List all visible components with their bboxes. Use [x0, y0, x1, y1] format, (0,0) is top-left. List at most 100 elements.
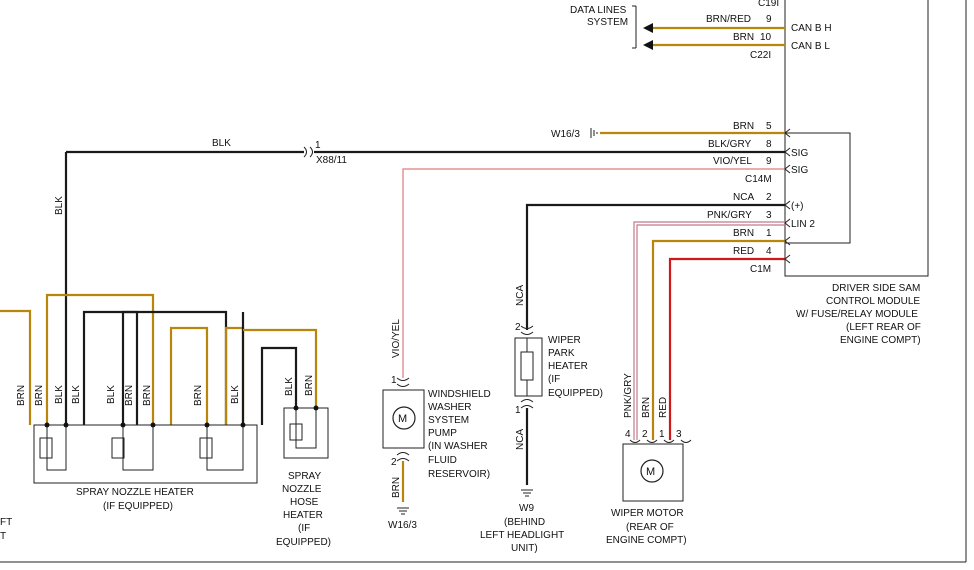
left-partial-1: FT — [0, 517, 12, 528]
park-label-line: WIPER — [548, 335, 581, 346]
park-label-line: (IF — [548, 374, 560, 385]
spray-wire-label: BRN — [142, 385, 153, 406]
park-ground-line: (BEHIND — [504, 517, 545, 528]
wiper-motor-letter: M — [646, 466, 655, 478]
pump-pin-top: 1 — [391, 375, 397, 386]
park-wire-bot-label: NCA — [515, 429, 526, 450]
motor-wire-label-red: RED — [658, 397, 669, 418]
red-row-pin: 4 — [766, 246, 772, 257]
vio-yel-pin: 9 — [766, 156, 772, 167]
hose-wire-label-blk: BLK — [284, 377, 295, 396]
hose-label-line: HOSE — [290, 497, 319, 508]
park-pin-top: 2 — [515, 322, 521, 333]
x88-connector — [303, 146, 313, 158]
pump-motor-icon — [392, 406, 416, 430]
can-h-wire-label: BRN/RED — [706, 14, 751, 25]
park-heater-box — [514, 337, 543, 397]
spray-wire-label: BRN — [193, 385, 204, 406]
sig1-label: SIG — [791, 148, 808, 159]
hose-label-line: SPRAY — [288, 471, 321, 482]
pump-motor-letter: M — [398, 413, 407, 425]
hose-brn-wire — [243, 328, 318, 408]
junction-dot — [63, 422, 69, 428]
nca-pin: 2 — [766, 192, 772, 203]
junction-dot — [120, 422, 126, 428]
spray-wire-labels: BRN BRN BLK BLK BLK BRN BRN BRN BLK — [16, 385, 241, 406]
pump-top-connector — [396, 377, 410, 387]
spray-heater-elements — [39, 425, 244, 471]
motor-wire-label-pnk: PNK/GRY — [623, 373, 634, 418]
sam-pin-markers — [784, 128, 791, 264]
park-pin-bot: 1 — [515, 405, 521, 416]
heater-element-icon — [199, 425, 244, 471]
vio-yel-wire — [402, 168, 785, 378]
spray-brn-left — [0, 309, 32, 425]
spray-brn-right — [224, 326, 245, 425]
brn-row-pin: 1 — [766, 228, 772, 239]
park-label-line: HEATER — [548, 361, 588, 372]
hose-wire-label-brn: BRN — [304, 375, 315, 396]
junction-dot — [293, 405, 299, 411]
can-l-arrow — [643, 40, 653, 50]
brn-motor-wire — [651, 239, 785, 440]
motor-label-2: (REAR OF — [626, 522, 674, 533]
spray-wire-label: BRN — [16, 385, 27, 406]
hose-heater-element-icon — [289, 408, 317, 449]
park-label-line: PARK — [548, 348, 575, 359]
pump-ground-label: W16/3 — [388, 520, 417, 531]
can-l-label: CAN B L — [791, 41, 830, 52]
park-ground-label: W9 — [519, 503, 534, 514]
vio-yel-wire-label: VIO/YEL — [713, 156, 752, 167]
pnk-gry-wire — [633, 221, 785, 440]
wiper-motor-icon — [640, 459, 664, 483]
spray-wire-label: BRN — [124, 385, 135, 406]
park-label-line: EQUIPPED) — [548, 388, 603, 399]
heater-element-icon — [111, 425, 154, 471]
pump-bottom-connector — [396, 452, 410, 462]
washer-pump-label: WINDSHIELD WASHER SYSTEM PUMP (IN WASHER… — [428, 389, 491, 480]
pnk-gry-wire-b — [636, 224, 785, 440]
spray-brn-mid — [169, 326, 209, 425]
motor-label-1: WIPER MOTOR — [611, 508, 684, 519]
data-lines-system: SYSTEM — [587, 17, 628, 28]
park-heater-element-icon — [520, 338, 534, 396]
motor-pin: 2 — [642, 429, 648, 440]
spray-wire-label: BRN — [34, 385, 45, 406]
junction-dot — [204, 422, 210, 428]
sam-label-1: DRIVER SIDE SAM — [832, 283, 920, 294]
pump-label-line: WASHER — [428, 402, 472, 413]
w163-top-ground-icon — [590, 128, 598, 138]
x88-pin: 1 — [315, 140, 321, 151]
spray-wire-label: BLK — [106, 385, 117, 404]
park-top-connector — [520, 325, 534, 335]
lin2-label: LIN 2 — [791, 219, 815, 230]
junction-dot — [240, 422, 246, 428]
motor-pin: 1 — [659, 429, 665, 440]
can-h-pin: 9 — [766, 14, 772, 25]
park-heater-label: WIPER PARK HEATER (IF EQUIPPED) — [548, 335, 603, 399]
park-ground-line: UNIT) — [511, 543, 538, 554]
data-lines-label: DATA LINES — [570, 5, 627, 16]
wiper-motor-box — [622, 443, 684, 502]
pump-label-line: WINDSHIELD — [428, 389, 491, 400]
blk-gry-wire-label: BLK/GRY — [708, 139, 751, 150]
blk-vertical-label: BLK — [54, 196, 65, 215]
pump-label-line: (IN WASHER — [428, 441, 488, 452]
hose-heater-box — [283, 407, 329, 459]
hose-label-line: (IF — [298, 523, 310, 534]
spray-wire-label: BLK — [71, 385, 82, 404]
c14m-label: C14M — [745, 174, 772, 185]
can-l-pin: 10 — [760, 32, 772, 43]
spray-junction-dots — [44, 422, 246, 428]
spray-brn-top — [45, 293, 155, 425]
blk-main-wire-label: BLK — [212, 138, 231, 149]
top-connector-label: C19I — [758, 0, 779, 9]
park-bottom-connector — [520, 399, 534, 409]
can-l-wire-label: BRN — [733, 32, 754, 43]
washer-pump-box — [382, 389, 425, 449]
park-wire-top-label: NCA — [515, 285, 526, 306]
blk-gry-pin: 8 — [766, 139, 772, 150]
pump-ground-icon — [397, 507, 409, 515]
pump-label-line: FLUID — [428, 455, 457, 466]
hose-label-line: HEATER — [283, 510, 323, 521]
